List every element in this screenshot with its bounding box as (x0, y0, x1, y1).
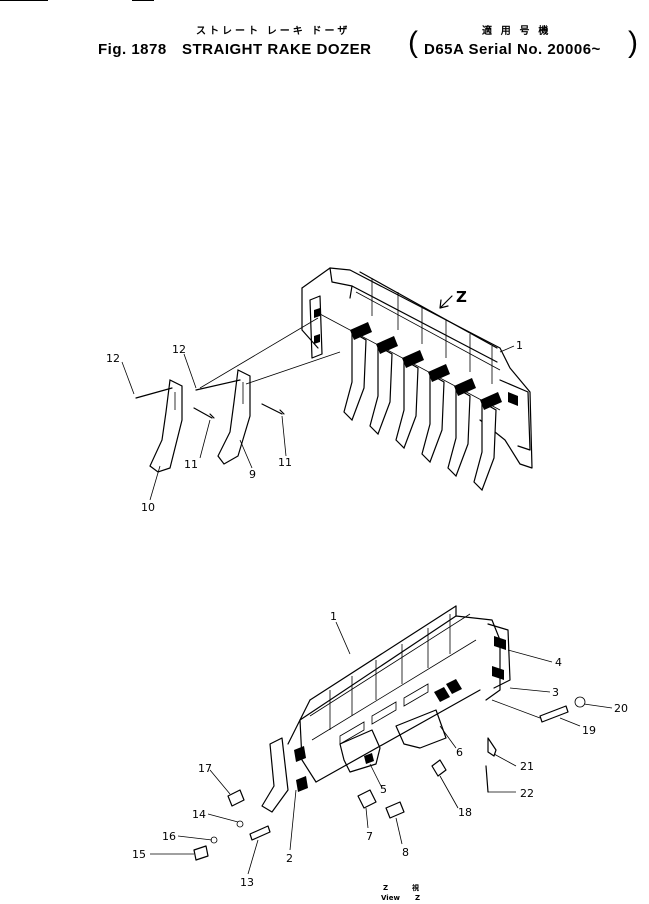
paren-close: ) (628, 26, 638, 59)
callout-bottom-4: 4 (555, 656, 562, 669)
callout-bottom-15: 15 (132, 848, 146, 861)
part-22-pin (485, 765, 489, 793)
callout-bottom-18: 18 (458, 806, 472, 819)
callout-top-9: 9 (249, 468, 256, 481)
callout-top-11a: 11 (184, 458, 198, 471)
callout-bottom-21: 21 (520, 760, 534, 773)
part-7-plate (357, 789, 377, 809)
callout-top-10: 10 (141, 501, 155, 514)
shank-part-9 (217, 369, 251, 465)
rake-assembly-top: Z 1 (106, 267, 533, 514)
callout-bottom-2: 2 (286, 852, 293, 865)
view-z-marker: Z (456, 288, 467, 306)
view-label-z: Z (383, 884, 388, 892)
callout-bottom-3: 3 (552, 686, 559, 699)
figure-title: STRAIGHT RAKE DOZER (182, 41, 372, 58)
part-14-washer (236, 820, 244, 828)
callout-bottom-13: 13 (240, 876, 254, 889)
view-label-jp: 視 (411, 883, 419, 892)
callout-bottom-16: 16 (162, 830, 176, 843)
part-20-bolt (574, 696, 586, 708)
callout-bottom-8: 8 (402, 846, 409, 859)
part-18-nut (431, 759, 447, 777)
paren-open: ( (408, 26, 418, 59)
part-8-bolt (385, 801, 405, 819)
callout-bottom-22: 22 (520, 787, 534, 800)
callout-bottom-5: 5 (380, 783, 387, 796)
shank-part-10 (149, 379, 183, 473)
pin-12-left (135, 387, 173, 399)
view-z-arrow (439, 295, 453, 309)
part-15-bolt (193, 845, 209, 861)
part-19-pin (539, 705, 569, 723)
serial-range: D65A Serial No. 20006~ (424, 41, 601, 58)
view-label-en: View (381, 894, 400, 902)
callout-top-12b: 12 (172, 343, 186, 356)
bolt-11-right (261, 403, 285, 415)
callout-top-11b: 11 (278, 456, 292, 469)
callout-bottom-19: 19 (582, 724, 596, 737)
callout-bottom-7: 7 (366, 830, 373, 843)
callout-bottom-1: 1 (330, 610, 337, 623)
part-17-pin (227, 789, 245, 807)
corner-rule-left (0, 0, 48, 1)
callout-top-12a: 12 (106, 352, 120, 365)
corner-rule-mid (132, 0, 154, 1)
part-13-pin (249, 825, 271, 841)
callout-top-1: 1 (516, 339, 523, 352)
view-label-z2: Z (415, 894, 420, 902)
pin-12-right (195, 379, 241, 391)
japanese-title: ストレート レーキ ドーザ (196, 26, 351, 37)
bolt-11-left (193, 407, 215, 419)
callout-bottom-14: 14 (192, 808, 206, 821)
rake-assembly-bottom: 1 2 3 4 5 6 7 8 13 14 15 16 17 18 19 20 … (132, 605, 628, 902)
rake-teeth-top (343, 322, 502, 492)
figure-label: Fig. 1878 (98, 41, 167, 58)
part-21-bolt (487, 737, 497, 757)
callout-bottom-20: 20 (614, 702, 628, 715)
callout-bottom-17: 17 (198, 762, 212, 775)
callout-bottom-6: 6 (456, 746, 463, 759)
japanese-applicable-model: 適 用 号 機 (482, 26, 552, 37)
